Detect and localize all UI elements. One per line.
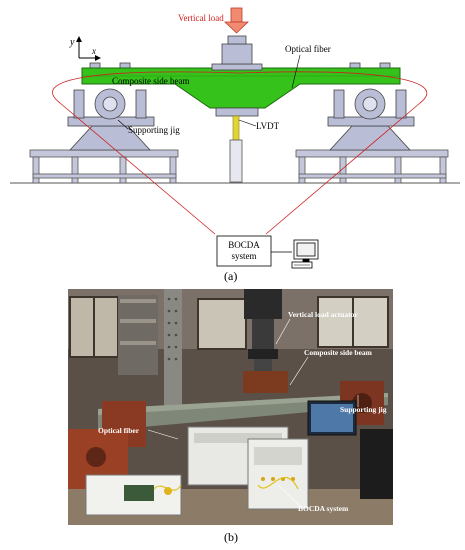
caption-b: (b): [224, 530, 238, 544]
schematic-diagram: y x: [10, 7, 460, 269]
bocda-system-box: BOCDA system: [216, 235, 272, 267]
label-vertical-load-actuator: Vertical load actuator: [288, 310, 358, 319]
label-composite-side-beam: Composite side beam: [304, 348, 373, 357]
bocda-box-line1: BOCDA: [228, 240, 260, 250]
computer-icon: [291, 239, 319, 269]
coordinate-axes: y x: [69, 36, 101, 61]
optical-fiber-loop: [52, 71, 428, 235]
y-axis-label: y: [69, 37, 75, 48]
vertical-load-arrow: [224, 7, 249, 34]
test-setup-photo: Vertical load actuator Composite side be…: [68, 289, 393, 525]
right-base-frame: [295, 149, 449, 184]
lvdt-label: LVDT: [256, 121, 280, 131]
vertical-load-label: Vertical load: [178, 13, 224, 23]
x-axis-label: x: [91, 46, 96, 56]
optical-fiber-label: Optical fiber: [285, 44, 331, 54]
lvdt-sensor: [229, 115, 243, 183]
supporting-jig-label: Supporting jig: [128, 125, 180, 135]
composite-side-beam: [81, 67, 401, 109]
bocda-box-line2: system: [231, 251, 256, 261]
left-base-frame: [29, 149, 179, 184]
composite-side-beam-label: Composite side beam: [112, 76, 190, 86]
caption-a: (a): [224, 269, 238, 283]
label-supporting-jig: Supporting jig: [340, 405, 387, 414]
label-bocda-system: BOCDA system: [298, 504, 349, 513]
label-optical-fiber: Optical fiber: [98, 426, 140, 435]
load-block: [211, 35, 263, 117]
